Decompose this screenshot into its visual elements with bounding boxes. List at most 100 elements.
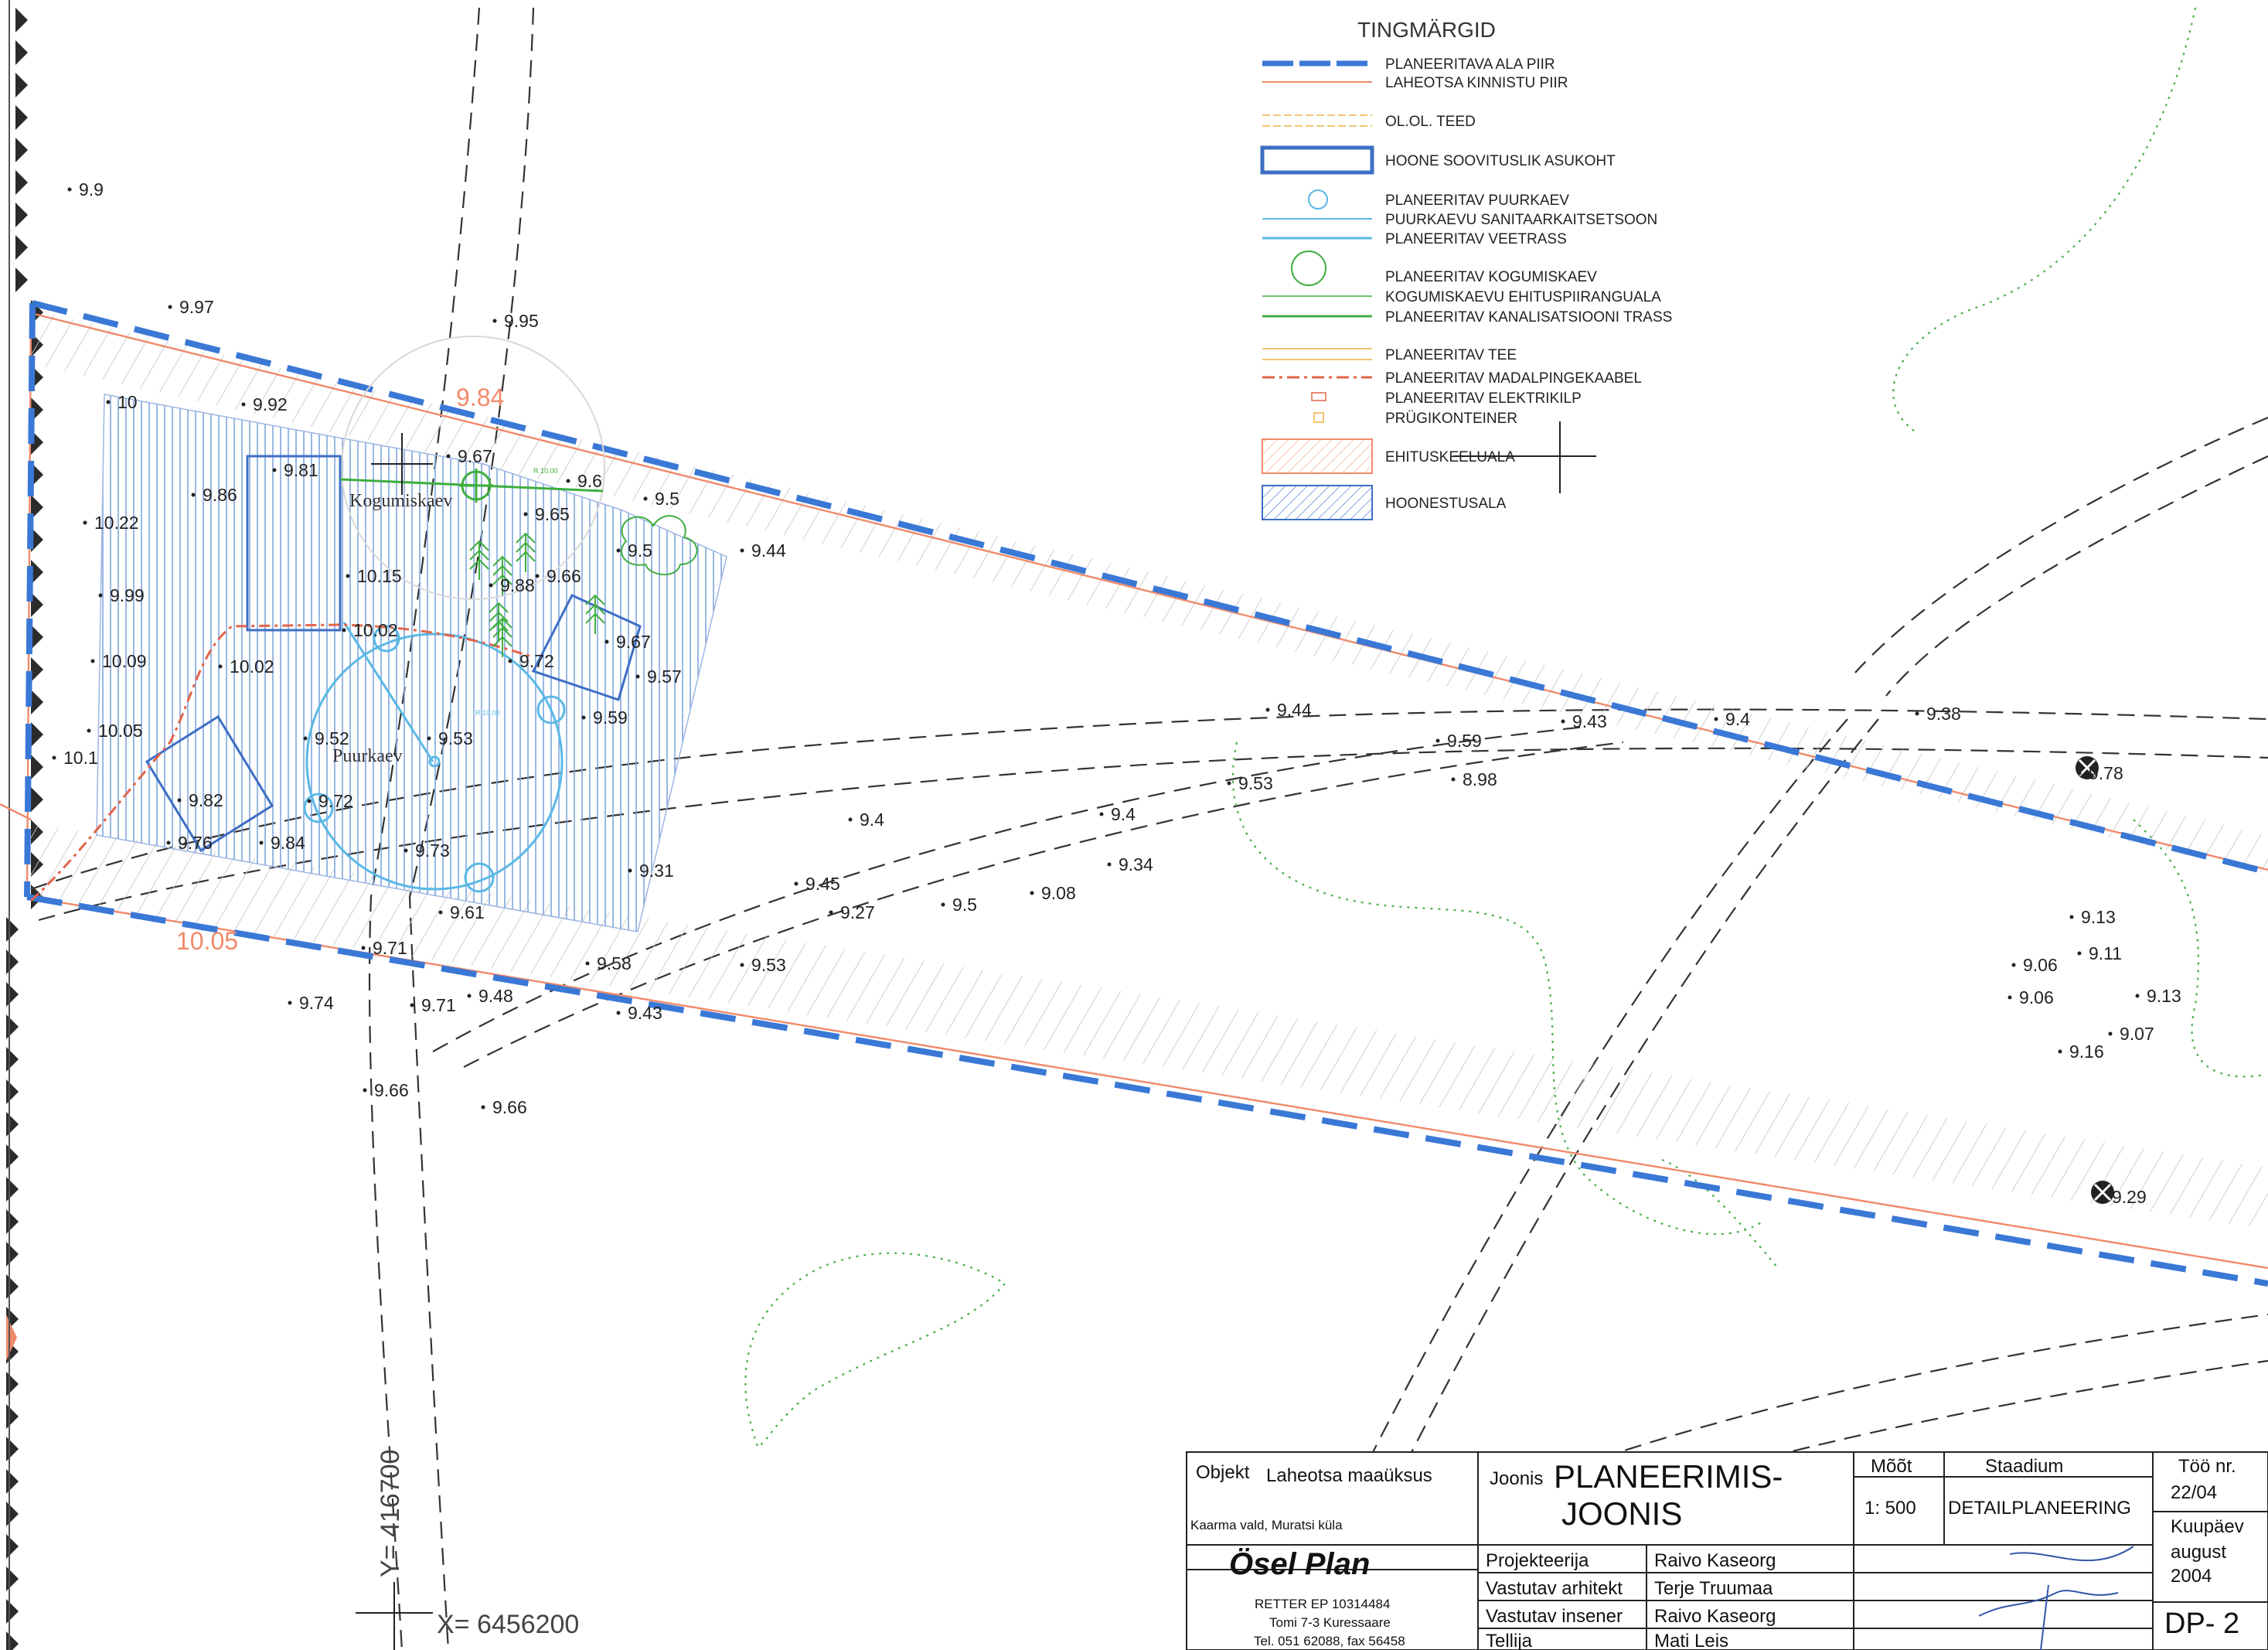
cable: [29, 623, 534, 902]
elevation-label: 9.73: [415, 840, 450, 861]
elevation-label: 10: [117, 392, 138, 412]
elevation-dot: [581, 715, 586, 720]
hedge-triangle: [15, 203, 28, 227]
elevation-label: 10.05: [98, 721, 143, 741]
elevation-dot: [585, 961, 590, 966]
elevation-label: 9.9: [79, 179, 104, 199]
elevation-label: 9.5: [952, 895, 977, 915]
kuupaev-label: Kuupäev: [2171, 1516, 2244, 1537]
hedge-triangle: [15, 8, 28, 32]
elevation-label: 9.45: [805, 874, 840, 894]
hedge-triangle: [6, 1242, 19, 1266]
elevation-label: 9.44: [1277, 700, 1312, 720]
elevation-dot: [628, 868, 632, 873]
elevation-dot: [438, 910, 443, 915]
elevation-label: 9.57: [647, 666, 682, 687]
elevation-dot: [2069, 915, 2074, 919]
hedge-triangle: [6, 1144, 19, 1169]
signature-marks: [1978, 1546, 2134, 1650]
elevation-label: 9.4: [860, 810, 884, 830]
elevation-label: 10.02: [353, 620, 398, 640]
orange-elevation-top: 9.84: [456, 384, 504, 411]
elevation-label: 9.07: [2120, 1024, 2154, 1044]
hedge-triangle: [6, 917, 19, 942]
hedge-triangle: [6, 1014, 19, 1039]
vegetation-contours: [744, 7, 2266, 1447]
elevation-dot: [2058, 1049, 2062, 1054]
elevation-label: 9.66: [492, 1097, 527, 1117]
legend-label: OL.OL. TEED: [1385, 114, 1476, 130]
legend-label: PLANEERITAV MADALPINGEKAABEL: [1385, 370, 1642, 387]
elevation-label: 9.11: [2089, 943, 2122, 963]
hedge-triangle: [6, 1079, 19, 1104]
elevation-label: 9.27: [840, 902, 875, 922]
elevation-dot: [829, 910, 833, 915]
elevation-dot: [1714, 717, 1718, 721]
legend: TINGMÄRGID PLANEERITAVA ALA PIIRLAHEOTSA…: [1260, 18, 1672, 520]
legend-label: PLANEERITAV PUURKAEV: [1385, 193, 1569, 209]
elevation-label: 9.65: [535, 504, 570, 524]
hedge-triangle: [31, 657, 43, 682]
too-nr-label: Töö nr.: [2178, 1456, 2236, 1477]
sewer: [339, 469, 604, 503]
tree-icon: [516, 532, 536, 572]
hedge-triangle: [31, 592, 43, 617]
elevation-label: 10.09: [102, 651, 147, 671]
hedge-triangle: [15, 138, 28, 162]
zone-radius-tag-1: R 10.00: [533, 467, 558, 475]
elevation-label: 9.99: [110, 585, 145, 605]
hedge-triangle: [31, 755, 43, 779]
too-nr-value: 22/04: [2171, 1482, 2217, 1503]
elevation-label: 9.82: [189, 790, 223, 810]
elevation-dot: [83, 520, 87, 525]
elevation-dot: [2077, 951, 2082, 956]
tree-icon: [492, 617, 513, 657]
hedge-triangle: [6, 1177, 19, 1202]
legend-label: PLANEERITAV VEETRASS: [1385, 231, 1567, 247]
elevation-dot: [794, 881, 799, 886]
elevation-label: 9.71: [373, 938, 407, 958]
legend-label: PUURKAEVU SANITAARKAITSETSOON: [1385, 212, 1657, 228]
bush-icon: [621, 515, 698, 576]
coordinate-y-label: Y= 416700: [376, 1450, 405, 1577]
legend-label: LAHEOTSA KINNISTU PIIR: [1385, 75, 1568, 91]
hedge-triangle: [31, 527, 43, 552]
elevation-dot: [616, 1011, 621, 1015]
elevation-dot: [1561, 719, 1565, 724]
sanitary-zones: [305, 336, 605, 891]
company-reg: RETTER EP 10314484: [1255, 1597, 1390, 1611]
name-row-2: Terje Truumaa: [1654, 1578, 1773, 1599]
elevation-dot: [2077, 771, 2082, 776]
elevation-dot: [2007, 995, 2012, 1000]
hedge-triangle: [6, 1274, 19, 1299]
elevation-label: 9.97: [179, 297, 214, 317]
elevation-label: 10.1: [63, 748, 98, 768]
elevation-label: 9.95: [504, 311, 539, 331]
elevation-dot: [67, 187, 72, 192]
elevation-dot: [1107, 862, 1112, 867]
elevation-label: 9.13: [2081, 907, 2116, 927]
joonis-label: Joonis: [1490, 1468, 1543, 1489]
elevation-dot: [848, 817, 853, 822]
elevation-dot: [1435, 738, 1440, 743]
role-row-3: Vastutav insener: [1486, 1606, 1623, 1627]
elevation-label: 9.16: [2069, 1041, 2104, 1062]
elevation-label: 9.66: [547, 566, 581, 586]
hedge-triangle: [6, 1209, 19, 1234]
legend-label: PLANEERITAV ELEKTRIKILP: [1385, 390, 1582, 407]
elevation-label: 9.08: [1041, 883, 1076, 903]
elevation-dot: [106, 400, 111, 404]
elevation-dot: [52, 755, 56, 760]
elevation-dot: [307, 799, 312, 803]
elevation-dot: [492, 319, 497, 323]
elevation-dot: [427, 736, 431, 741]
elevation-dot: [2108, 1031, 2113, 1036]
elevation-dot: [166, 840, 171, 845]
hedge-triangle: [6, 1372, 19, 1396]
elevation-label: 9.67: [458, 446, 492, 466]
legend-crosshair: [1453, 421, 1596, 493]
hedge-triangle: [6, 1437, 19, 1461]
joonis-value-2: JOONIS: [1561, 1495, 1682, 1532]
elevation-label: 9.52: [315, 728, 349, 748]
elevation-dot: [90, 659, 95, 663]
